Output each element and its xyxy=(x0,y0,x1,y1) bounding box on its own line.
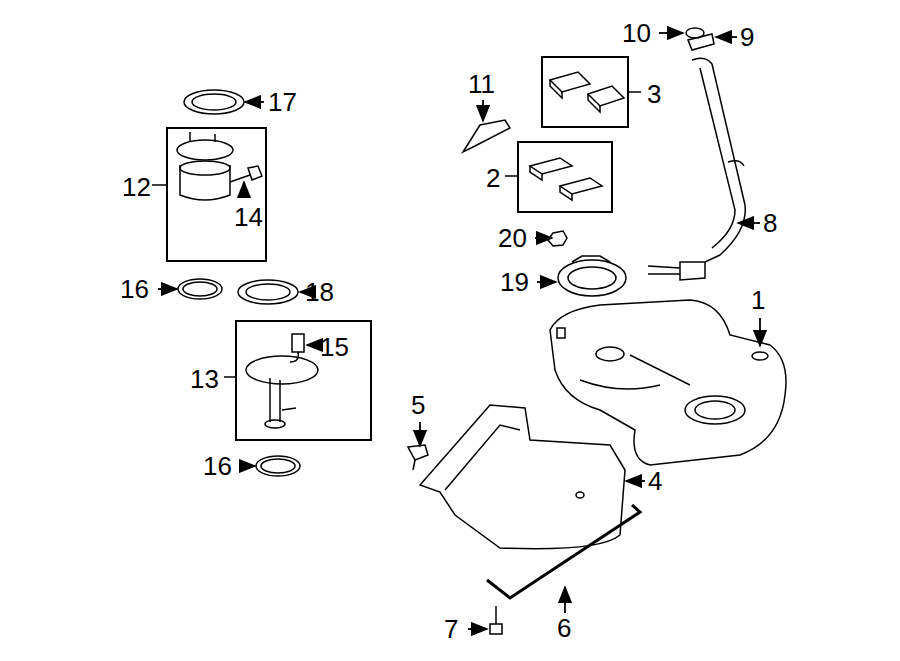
callout-number: 2 xyxy=(486,165,500,191)
callout-number: 16 xyxy=(120,276,149,302)
callout-number: 13 xyxy=(190,366,219,392)
callout-number: 11 xyxy=(468,71,495,97)
callout-number: 15 xyxy=(320,334,349,360)
callout-number: 10 xyxy=(622,20,651,46)
callout-number: 16 xyxy=(203,453,232,479)
callout-number: 8 xyxy=(763,210,777,236)
callout-number: 6 xyxy=(557,615,571,641)
part-group-box: 1214 xyxy=(166,127,267,262)
callout-number: 18 xyxy=(305,279,334,305)
part-group-box: 2 xyxy=(517,141,613,213)
part-group-box: 3 xyxy=(541,56,629,128)
callout-number: 4 xyxy=(648,468,662,494)
callout-number: 12 xyxy=(122,174,151,200)
callout-number: 20 xyxy=(498,225,527,251)
callout-number: 19 xyxy=(500,269,529,295)
callout-number: 14 xyxy=(234,204,263,230)
callout-number: 3 xyxy=(647,81,661,107)
part-group-box: 1315 xyxy=(235,320,372,441)
callout-number: 9 xyxy=(740,24,754,50)
callout-number: 1 xyxy=(751,287,765,313)
callout-number: 5 xyxy=(411,392,425,418)
callout-number: 17 xyxy=(268,89,297,115)
callout-number: 7 xyxy=(444,616,458,642)
